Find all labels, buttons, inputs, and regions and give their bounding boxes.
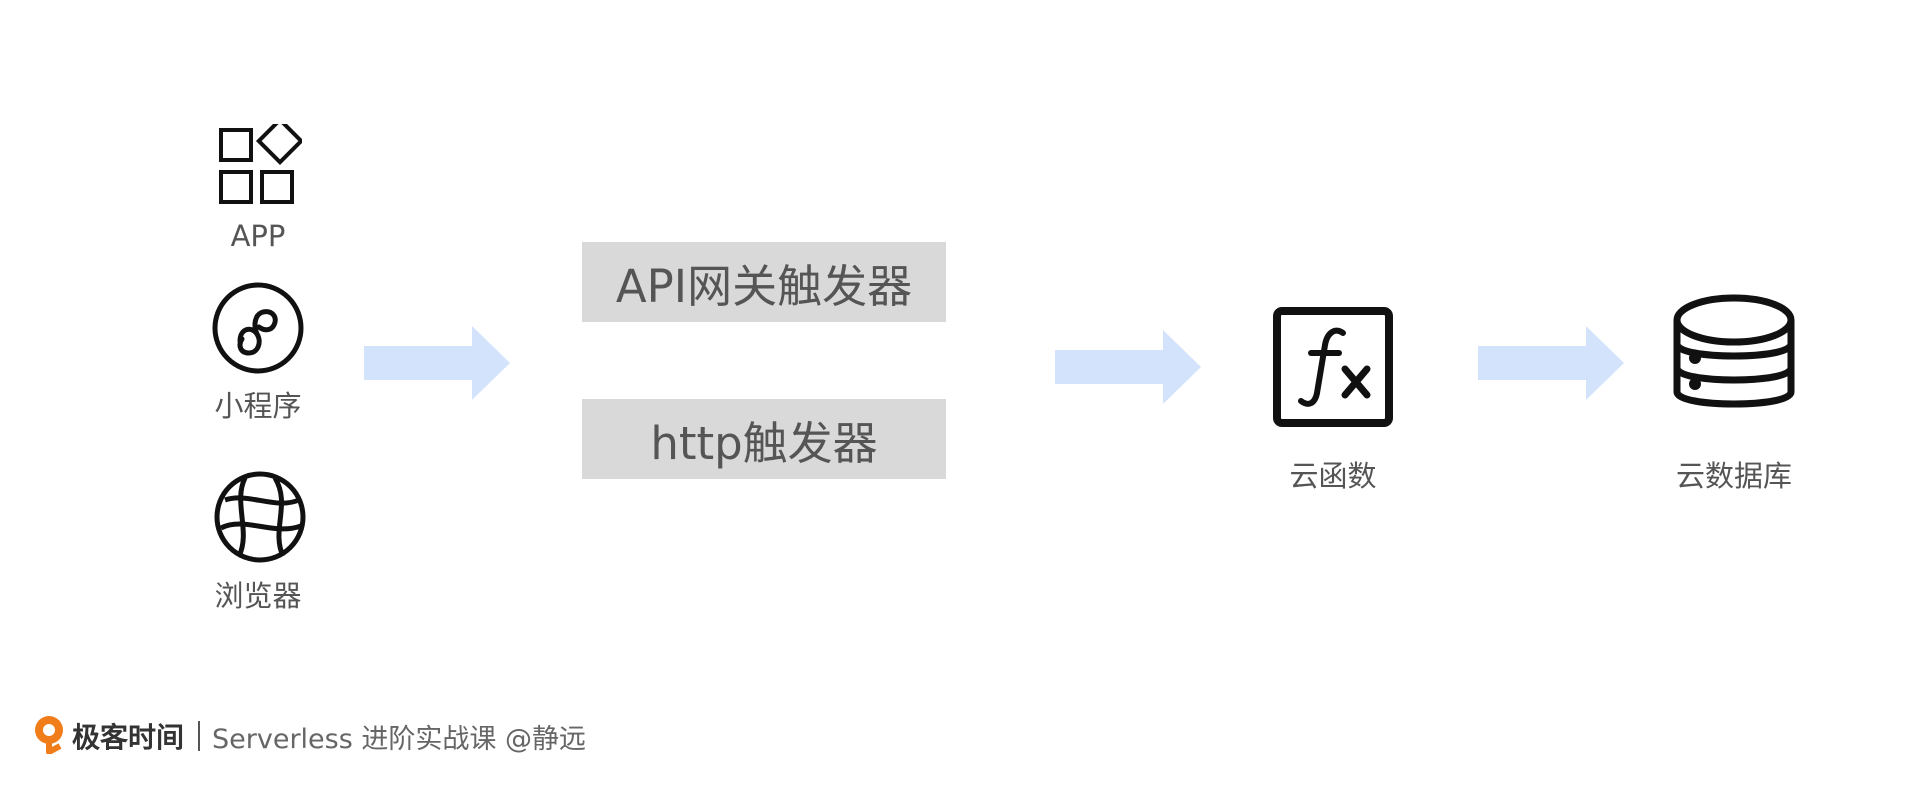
database-label: 云数据库 <box>1675 459 1792 493</box>
globe-icon <box>213 470 307 564</box>
arrow-function-to-database <box>1478 326 1624 400</box>
function-fx-icon <box>1273 307 1393 431</box>
client-label-browser: 浏览器 <box>214 579 302 613</box>
app-grid-icon <box>218 124 302 204</box>
trigger-api-gateway: API网关触发器 <box>582 242 946 322</box>
client-label-mini-program: 小程序 <box>214 389 302 423</box>
footer-brand: 极客时间 <box>72 721 185 754</box>
database-icon <box>1671 292 1797 426</box>
geektime-logo-icon <box>32 714 66 758</box>
footer-course: Serverless 进阶实战课 @静远 <box>212 723 586 755</box>
client-label-app: APP <box>230 219 286 253</box>
function-label: 云函数 <box>1289 459 1377 493</box>
footer-divider <box>198 721 201 751</box>
footer: 极客时间 Serverless 进阶实战课 @静远 <box>32 716 586 756</box>
trigger-http: http触发器 <box>582 399 946 479</box>
arrow-triggers-to-function <box>1055 330 1201 404</box>
arrow-clients-to-triggers <box>364 326 510 400</box>
mini-program-icon <box>211 281 305 375</box>
